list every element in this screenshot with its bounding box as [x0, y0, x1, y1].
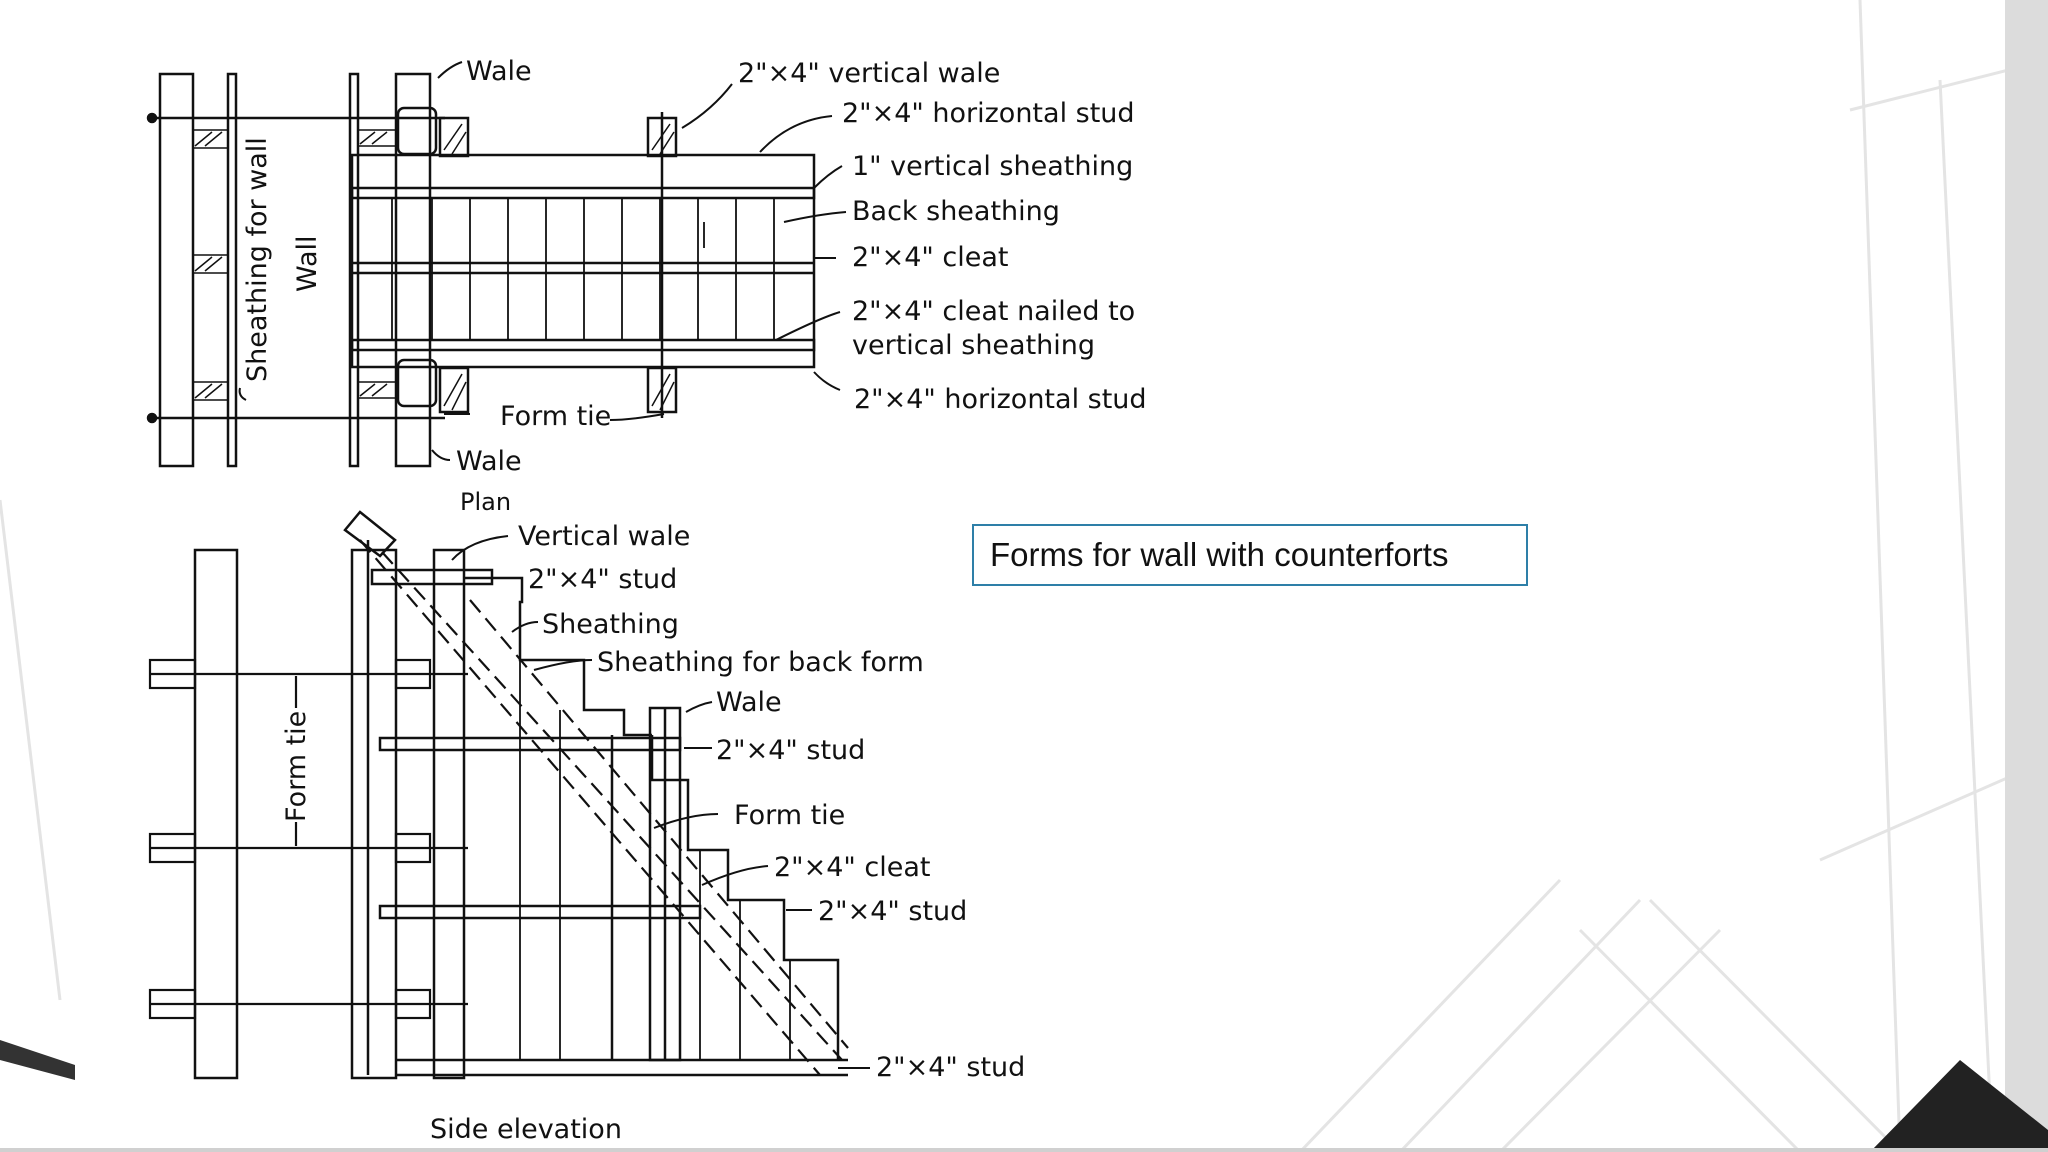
label-wale-bottom: Wale: [456, 446, 522, 477]
label-stud-4: 2"×4" stud: [876, 1052, 1025, 1083]
elevation-wale-left: [193, 548, 239, 1080]
inner-sheathing-strip: [348, 72, 360, 468]
label-stud-1: 2"×4" stud: [528, 564, 677, 595]
label-cleat-elev: 2"×4" cleat: [774, 852, 931, 883]
label-cleat: 2"×4" cleat: [852, 242, 1009, 273]
label-sheathing-elev: Sheathing: [542, 609, 679, 640]
label-vertical-sheathing: 1" vertical sheathing: [852, 151, 1133, 182]
label-back-sheathing: Back sheathing: [852, 196, 1060, 227]
label-wall: Wall: [292, 235, 323, 292]
label-wale-top: Wale: [466, 56, 532, 87]
wall-sheathing-strip: [226, 72, 238, 468]
elevation-view: [148, 510, 870, 1080]
plan-view: [146, 61, 847, 468]
diagram-title-callout: Forms for wall with counterforts: [972, 524, 1528, 586]
elevation-caption: Side elevation: [430, 1114, 622, 1145]
label-vertical-wale: 2"×4" vertical wale: [738, 58, 1000, 89]
wall-wale-left: [158, 72, 195, 468]
label-cleat-nailed-1: 2"×4" cleat nailed to: [852, 296, 1135, 327]
label-wale-elev: Wale: [716, 687, 782, 718]
label-cleat-nailed-2: vertical sheathing: [852, 330, 1095, 361]
label-stud-2: 2"×4" stud: [716, 735, 865, 766]
plan-caption: Plan: [460, 488, 511, 516]
label-sheathing-back-form: Sheathing for back form: [597, 647, 924, 678]
label-form-tie-elev-right: Form tie: [734, 800, 845, 831]
label-form-tie-elev-left: Form tie: [281, 711, 312, 822]
label-sheathing-for-wall: Sheathing for wall: [242, 137, 273, 382]
label-vertical-wale-elev: Vertical wale: [518, 521, 690, 552]
label-form-tie-plan: Form tie: [500, 401, 611, 432]
wale-right: [394, 72, 432, 468]
label-horizontal-stud-top: 2"×4" horizontal stud: [842, 98, 1135, 129]
label-horizontal-stud-bottom: 2"×4" horizontal stud: [854, 384, 1147, 415]
label-stud-3: 2"×4" stud: [818, 896, 967, 927]
